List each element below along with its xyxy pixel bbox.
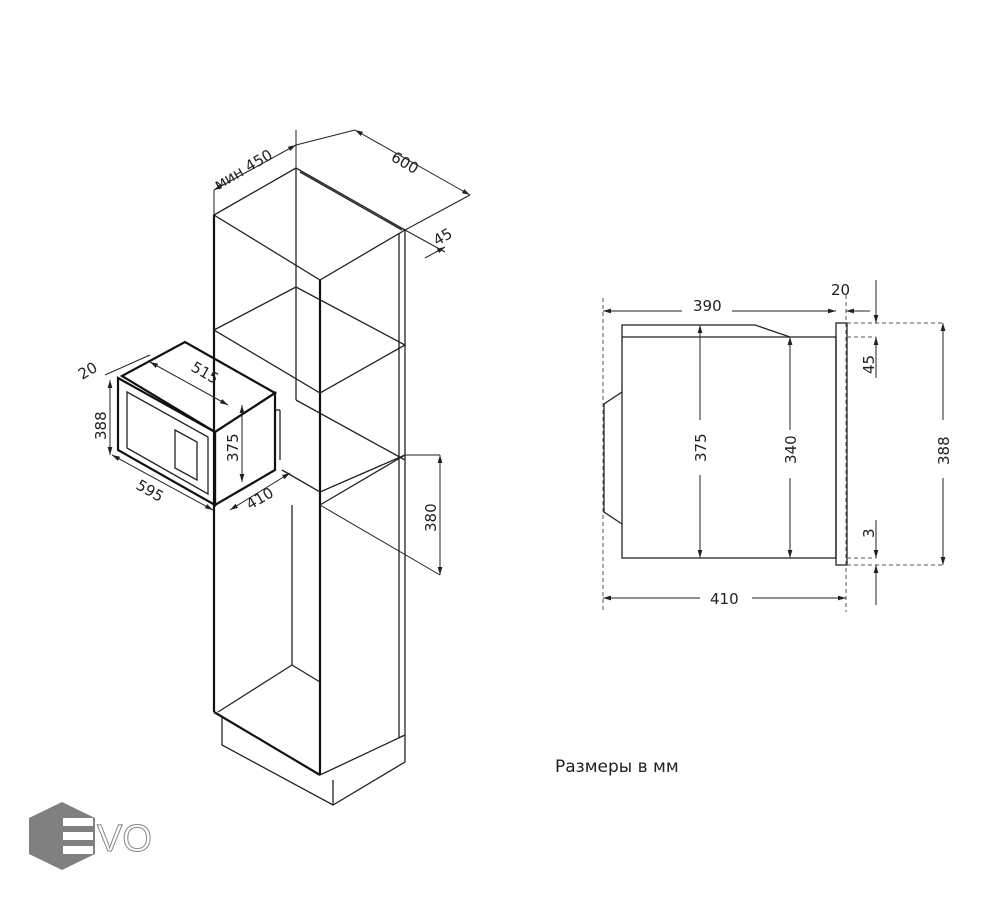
iso-dimensions: мин 450 600 45 20 388 515 375 595 410 38… [75,129,471,576]
dim-frame-height-388: 388 [92,411,110,440]
units-caption: Размеры в мм [555,757,679,777]
side-dim-375: 375 [692,433,710,462]
side-dim-45: 45 [860,355,878,374]
dim-depth-600: 600 [388,148,422,178]
side-dim-3: 3 [860,528,878,538]
dim-body-height-375: 375 [224,433,242,462]
side-dim-388: 388 [935,436,953,465]
evo-logo: VO [29,802,152,870]
dim-frame-width-595: 595 [133,476,167,506]
dim-niche-height-380: 380 [422,503,440,532]
microwave-side-view: 390 20 45 375 340 388 3 410 [602,280,953,612]
dim-body-depth-410: 410 [243,484,277,514]
cabinet [212,167,407,806]
dim-body-width-515: 515 [188,358,222,388]
dim-frame-thickness-20: 20 [75,358,101,383]
dim-min-width: мин 450 [211,146,276,194]
side-dim-390: 390 [693,297,722,315]
side-dim-410: 410 [710,590,739,608]
side-dim-340: 340 [782,435,800,464]
side-dim-20: 20 [831,281,850,299]
microwave-iso [116,340,281,507]
logo-text: VO [97,818,152,860]
